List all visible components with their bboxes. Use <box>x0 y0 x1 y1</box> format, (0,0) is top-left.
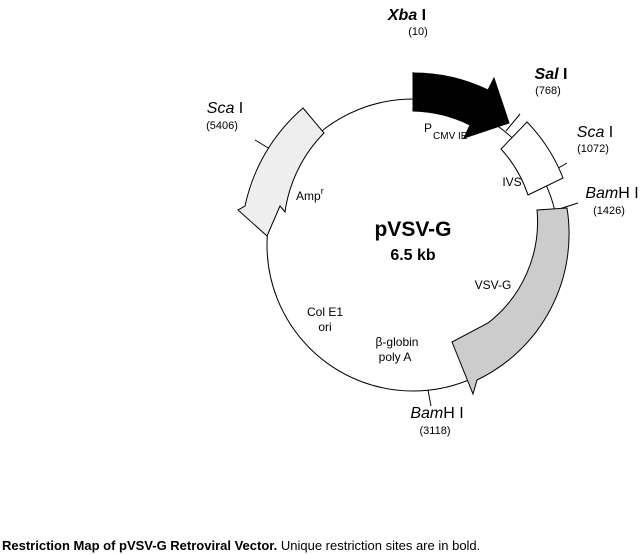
vsvg-gene-arrow <box>451 207 570 396</box>
sca2-site-label: Sca I <box>577 124 613 141</box>
cole1-label-line2: ori <box>318 320 331 334</box>
bam2-site-tick <box>427 389 432 407</box>
xba-site-position: (10) <box>408 26 428 38</box>
xba-site-label: Xba I <box>387 7 426 24</box>
pcmv-label: PCMV IE <box>424 121 468 142</box>
pcmv-promoter-arrow <box>412 72 510 139</box>
bam2-site-label: BamH I <box>410 405 463 422</box>
sal-site-tick <box>505 113 521 132</box>
ivs-label: IVS <box>502 175 521 189</box>
sca1-site-position: (5406) <box>206 120 238 132</box>
bam1-site-position: (1426) <box>593 205 625 217</box>
sca1-site-label: Sca I <box>207 100 243 117</box>
ivs-box <box>500 121 564 196</box>
plasmid-map: pVSV-G 6.5 kb Xba I (10) Sal I (768) Sca… <box>206 7 639 437</box>
caption-title: Restriction Map of pVSV-G Retroviral Vec… <box>2 538 278 553</box>
caption-text: Unique restriction sites are in bold. <box>277 538 481 553</box>
cole1-label-line1: Col E1 <box>307 305 343 319</box>
ampr-label: Ampr <box>296 186 324 203</box>
plasmid-size: 6.5 kb <box>390 247 436 264</box>
figure-caption: Restriction Map of pVSV-G Retroviral Vec… <box>2 538 480 553</box>
globin-label-line2: poly A <box>379 350 412 364</box>
sca2-site-position: (1072) <box>577 143 609 155</box>
vsvg-label: VSV-G <box>475 278 512 292</box>
bam1-site-label: BamH I <box>585 185 638 202</box>
ampr-gene-arrow <box>237 107 325 237</box>
sal-site-label: Sal I <box>535 66 568 83</box>
plasmid-name: pVSV-G <box>374 218 451 241</box>
sal-site-position: (768) <box>535 85 561 97</box>
bam2-site-position: (3118) <box>420 425 451 437</box>
globin-label-line1: β-globin <box>376 335 419 349</box>
